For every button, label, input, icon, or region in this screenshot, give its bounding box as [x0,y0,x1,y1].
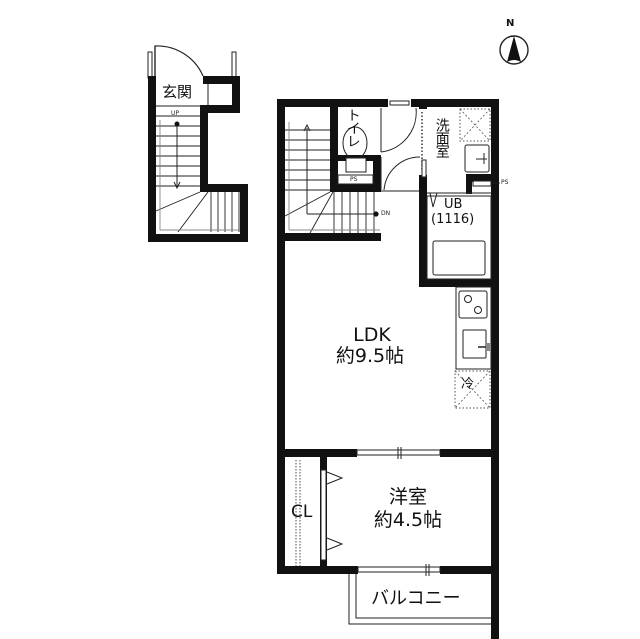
washroom-label: 洗面室 [433,118,450,157]
fridge-label: 冷 [461,377,475,392]
ldk-area: 約9.5帖 [335,345,405,367]
ps-toilet-label: PS [350,176,358,183]
toilet-label: トイレ [344,108,361,147]
closet-label: CL [291,502,313,522]
stairs-down-label: DN [381,210,391,217]
balcony-label: バルコニー [371,588,461,609]
ldk-label: LDK [353,324,391,346]
western-room-area: 約4.5帖 [373,509,443,531]
entrance-door-swing [154,45,204,77]
entrance-annex [147,45,248,242]
entrance-label: 玄関 [162,83,193,101]
western-room-label: 洋室 [388,486,427,508]
bath-size: (1116) [431,212,475,227]
north-arrow-icon [499,35,529,65]
bath-label: UB [444,197,463,212]
ps-wash-label: PS [501,179,509,186]
stairs-up-label: UP [171,110,180,117]
main-unit [277,99,500,639]
compass-label: N [506,18,515,29]
